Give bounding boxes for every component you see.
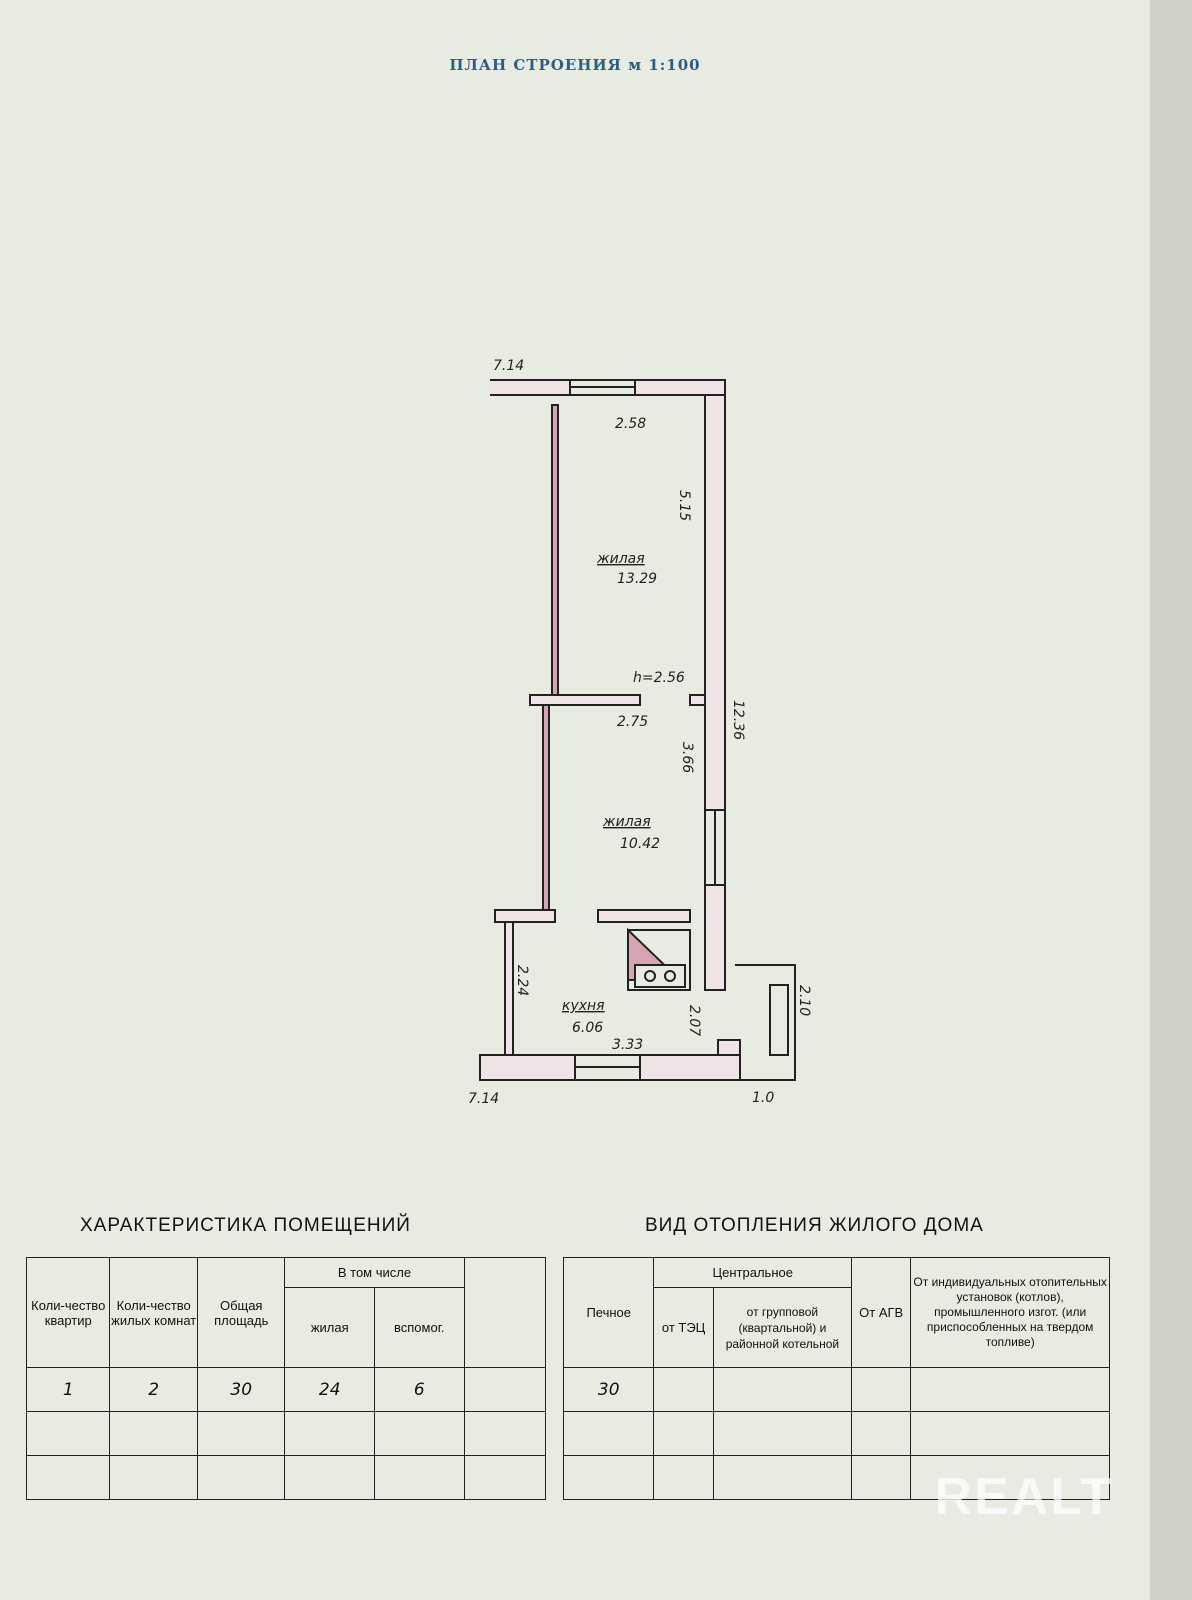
col-including: В том числе bbox=[284, 1257, 465, 1288]
col-rooms: Коли-чество жилых комнат bbox=[109, 1257, 198, 1368]
cell-stove: 30 bbox=[562, 1367, 655, 1412]
cell-blank bbox=[463, 1367, 546, 1412]
heating-section-title: ВИД ОТОПЛЕНИЯ ЖИЛОГО ДОМА bbox=[645, 1215, 984, 1236]
kitchen-left-wall bbox=[504, 921, 514, 1056]
watermark-logo: REALT bbox=[934, 1468, 1114, 1526]
stove-burners bbox=[634, 964, 686, 988]
room1-area: 13.29 bbox=[617, 571, 657, 587]
dim-annex-height: 2.10 bbox=[796, 985, 812, 1016]
col-agv: От АГВ bbox=[851, 1257, 912, 1368]
col-central: Центральное bbox=[653, 1257, 853, 1288]
dim-kitchen-width: 3.33 bbox=[612, 1037, 643, 1053]
plan-title: ПЛАН СТРОЕНИЯ м 1:100 bbox=[449, 56, 701, 74]
room1-name: жилая bbox=[596, 551, 645, 567]
cell-agv bbox=[851, 1367, 912, 1412]
cell-individual bbox=[910, 1367, 1110, 1412]
annex bbox=[735, 964, 796, 1081]
col-apartments: Коли-чество квартир bbox=[25, 1257, 111, 1368]
annex-window bbox=[769, 984, 789, 1056]
cell-tec bbox=[653, 1367, 714, 1412]
dim-total-height: 12.36 bbox=[730, 700, 746, 740]
col-total-area: Общая площадь bbox=[196, 1257, 286, 1368]
sheet-edge bbox=[1150, 0, 1192, 1600]
cell-group bbox=[712, 1367, 853, 1412]
middle-partition bbox=[529, 694, 641, 706]
col-group: от групповой (квартальной) и районной ко… bbox=[712, 1287, 853, 1368]
rooms-table: Коли-чество квартир Коли-чество жилых ко… bbox=[25, 1257, 546, 1500]
room2-area: 10.42 bbox=[620, 836, 660, 852]
dim-room1-width: 2.58 bbox=[615, 416, 646, 432]
floor-plan: 7.14 2.58 5.15 жилая 13.29 h=2.56 2.75 3… bbox=[468, 358, 812, 1107]
right-wall bbox=[704, 394, 726, 991]
col-blank bbox=[463, 1257, 546, 1368]
rooms-section-title: ХАРАКТЕРИСТИКА ПОМЕЩЕНИЙ bbox=[80, 1215, 411, 1236]
left-partition-lower bbox=[542, 704, 550, 911]
dim-annex-width: 1.0 bbox=[752, 1090, 774, 1106]
dim-kitchen-length: 2.24 bbox=[514, 965, 530, 996]
kitchen-wall-right bbox=[597, 909, 691, 923]
col-individual: От индивидуальных отопительных установок… bbox=[910, 1257, 1110, 1368]
col-tec: от ТЭЦ bbox=[653, 1287, 714, 1368]
col-stove: Печное bbox=[562, 1257, 655, 1368]
cell-living: 24 bbox=[284, 1367, 375, 1412]
middle-partition-stub bbox=[689, 694, 706, 706]
ceiling-height: h=2.56 bbox=[633, 670, 685, 686]
kitchen-area: 6.06 bbox=[572, 1020, 603, 1036]
col-auxiliary: вспомог. bbox=[373, 1287, 465, 1368]
dim-room2-length: 3.66 bbox=[679, 742, 695, 773]
cell-rooms: 2 bbox=[109, 1367, 198, 1412]
heating-table: Печное Центральное От АГВ От индивидуаль… bbox=[562, 1257, 1110, 1500]
cell-apartments: 1 bbox=[25, 1367, 111, 1412]
room2-name: жилая bbox=[602, 814, 651, 830]
dim-corridor: 2.07 bbox=[686, 1005, 702, 1036]
burner-left bbox=[644, 970, 656, 982]
dim-bottom-outer: 7.14 bbox=[468, 1091, 499, 1107]
cell-auxiliary: 6 bbox=[373, 1367, 465, 1412]
dim-room2-width: 2.75 bbox=[617, 714, 648, 730]
cell-total-area: 30 bbox=[196, 1367, 286, 1412]
kitchen-name: кухня bbox=[562, 998, 605, 1014]
corridor-wall bbox=[717, 1039, 741, 1056]
dim-room1-length: 5.15 bbox=[676, 490, 692, 521]
left-partition-upper bbox=[551, 404, 559, 696]
kitchen-wall-left bbox=[494, 909, 556, 923]
dim-top-outer: 7.14 bbox=[493, 358, 524, 374]
col-living: жилая bbox=[284, 1287, 375, 1368]
burner-right bbox=[664, 970, 676, 982]
